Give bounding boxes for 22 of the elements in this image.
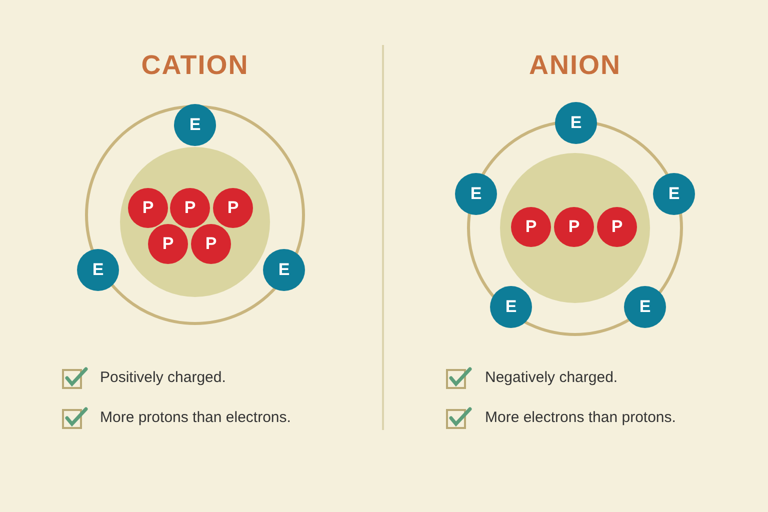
proton: P	[554, 207, 594, 247]
heading: ANION	[528, 50, 622, 81]
electron: E	[653, 173, 695, 215]
note-text: Positively charged.	[100, 368, 226, 388]
proton: P	[597, 207, 637, 247]
proton: P	[128, 188, 168, 228]
electron: E	[174, 104, 216, 146]
proton: P	[148, 224, 188, 264]
electron: E	[490, 286, 532, 328]
electron: E	[455, 173, 497, 215]
electron: E	[77, 249, 119, 291]
proton: P	[511, 207, 551, 247]
electron: E	[263, 249, 305, 291]
electron: E	[624, 286, 666, 328]
electron: E	[555, 102, 597, 144]
proton: P	[213, 188, 253, 228]
note-text: More protons than electrons.	[100, 408, 291, 428]
proton: P	[170, 188, 210, 228]
note-text: Negatively charged.	[485, 368, 618, 388]
note-text: More electrons than protons.	[485, 408, 676, 428]
proton: P	[191, 224, 231, 264]
heading: CATION	[140, 50, 250, 81]
